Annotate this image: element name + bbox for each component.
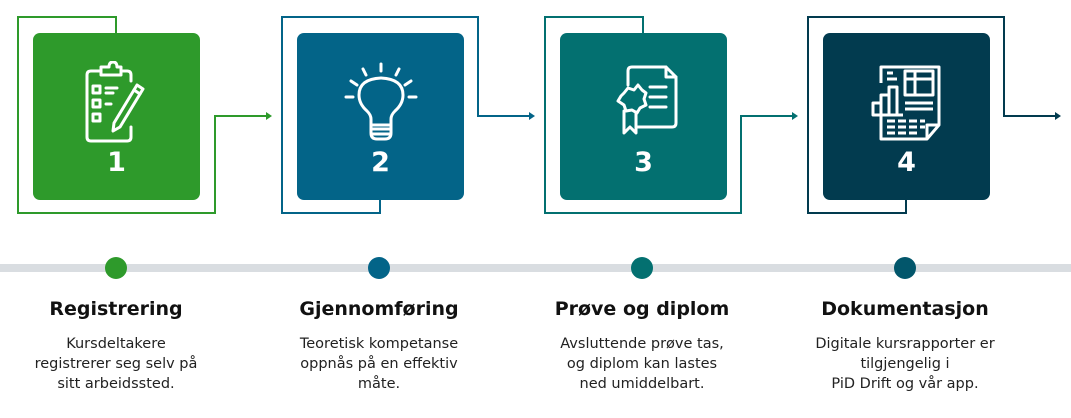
step-number: 2 [371, 147, 390, 178]
desc-line: Digitale kursrapporter er [815, 336, 995, 352]
step-1-card: 1 [33, 33, 200, 200]
step-2-card: 2 [297, 33, 464, 200]
step-connectors [17, 16, 1061, 214]
step-1-text: Registrering Kursdeltakere registrerer s… [0, 298, 236, 394]
step-title: Gjennomføring [299, 298, 459, 320]
certificate-diploma-icon [616, 65, 677, 135]
step-number: 3 [634, 147, 653, 178]
desc-line: sitt arbeidssted. [57, 376, 175, 392]
step-number: 4 [897, 147, 916, 178]
step-description: Avsluttende prøve tas, og diplom kan las… [522, 334, 762, 394]
timeline-dot-3 [631, 257, 653, 279]
timeline-dot-2 [368, 257, 390, 279]
lightbulb-icon [344, 62, 417, 141]
timeline-dot-1 [105, 257, 127, 279]
step-title: Dokumentasjon [821, 298, 989, 320]
desc-line: og diplom kan lastes [566, 356, 718, 372]
step-description: Teoretisk kompetanse oppnås på en effekt… [259, 334, 499, 394]
step-number: 1 [107, 147, 126, 178]
step-3-text: Prøve og diplom Avsluttende prøve tas, o… [522, 298, 762, 394]
desc-line: oppnås på en effektiv [300, 356, 458, 372]
timeline-dot-4 [894, 257, 916, 279]
step-description: Kursdeltakere registrerer seg selv på si… [0, 334, 236, 394]
desc-line: Kursdeltakere [66, 336, 166, 352]
step-description: Digitale kursrapporter er tilgjengelig i… [785, 334, 1025, 394]
desc-line: ned umiddelbart. [579, 376, 705, 392]
desc-line: PiD Drift og vår app. [831, 376, 979, 392]
step-title: Registrering [49, 298, 183, 320]
desc-line: Teoretisk kompetanse [299, 336, 459, 352]
step-title: Prøve og diplom [554, 298, 730, 320]
desc-line: måte. [357, 376, 401, 392]
step-4-card: 4 [823, 33, 990, 200]
desc-line: Avsluttende prøve tas, [560, 336, 724, 352]
step-4-text: Dokumentasjon Digitale kursrapporter er … [785, 298, 1025, 394]
step-2-text: Gjennomføring Teoretisk kompetanse oppnå… [259, 298, 499, 394]
step-3-card: 3 [560, 33, 727, 200]
desc-line: registrerer seg selv på [34, 356, 198, 372]
clipboard-checklist-icon [85, 61, 144, 143]
timeline-bar [0, 264, 1071, 272]
report-document-icon [871, 65, 940, 141]
desc-line: tilgjengelig i [860, 356, 950, 372]
